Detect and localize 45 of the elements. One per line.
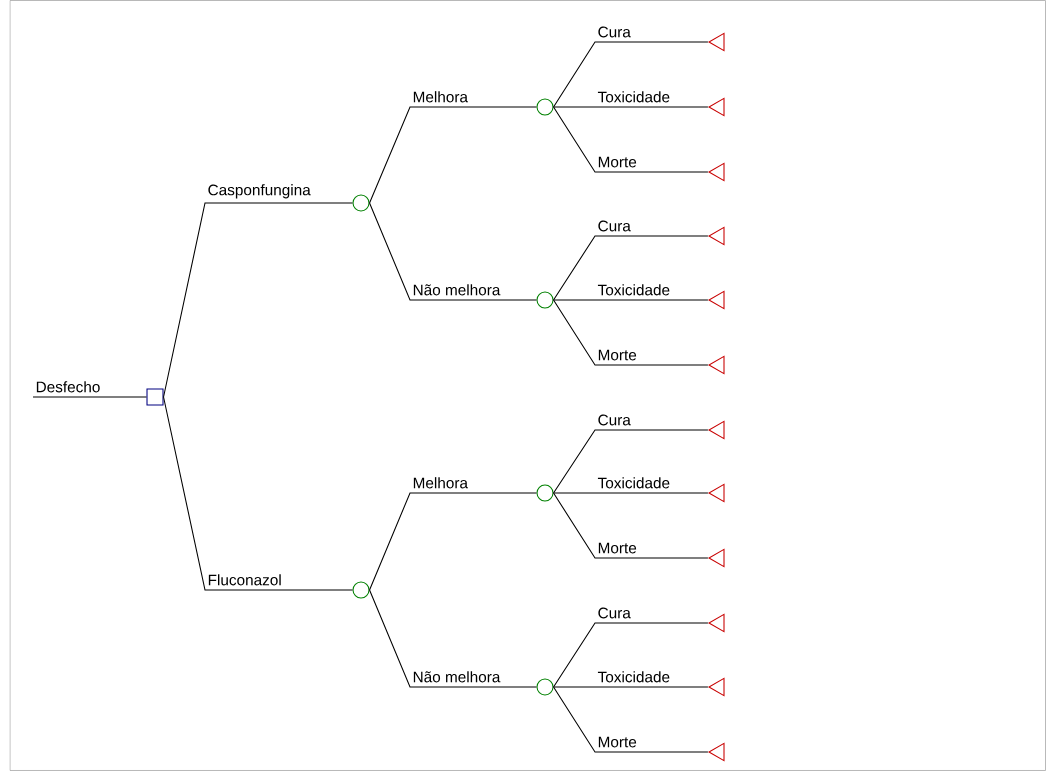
branch-label: Morte: [596, 541, 639, 555]
chance-circle: [352, 194, 370, 212]
branch-line: [553, 492, 709, 559]
branch-line: [369, 589, 537, 688]
branch-line: [369, 106, 537, 204]
branch-label: Melhora: [411, 89, 470, 104]
branch-label: Casponfungina: [206, 182, 313, 200]
branch-line: [553, 299, 709, 301]
branch-label: Não melhora: [411, 282, 502, 297]
branch-label: Toxicidade: [596, 475, 672, 490]
branch-line: [553, 429, 709, 494]
chance-circle: [536, 291, 554, 309]
branch-label: Não melhora: [411, 669, 502, 684]
branch-line: [163, 202, 353, 398]
branch-label: Toxicidade: [596, 89, 672, 104]
branch-label: Toxicidade: [596, 282, 672, 297]
branch-label: Morte: [596, 155, 639, 169]
branch-label: Morte: [596, 348, 639, 362]
branch-line: [369, 492, 537, 591]
branch-line: [369, 202, 537, 301]
branch-label: Cura: [596, 25, 633, 39]
branch-label: Cura: [596, 606, 633, 620]
branch-label: Desfecho: [34, 379, 102, 394]
branch-label: Toxicidade: [596, 669, 672, 684]
branch-label: Cura: [596, 413, 633, 427]
branch-line: [553, 686, 709, 688]
branch-line: [163, 396, 353, 591]
branch-line: [553, 299, 709, 366]
branch-label: Fluconazol: [206, 572, 284, 587]
branch-line: [553, 106, 709, 108]
branch-label: Morte: [596, 735, 639, 749]
decision-square: [146, 388, 164, 406]
branch-line: [553, 106, 709, 173]
branch-line: [553, 622, 709, 688]
chance-circle: [536, 98, 554, 116]
branch-line: [553, 41, 709, 108]
branch-label: Melhora: [411, 475, 470, 490]
chance-circle: [536, 678, 554, 696]
chance-circle: [536, 484, 554, 502]
branch-label: Cura: [596, 219, 633, 233]
branch-line: [32, 396, 147, 398]
chance-circle: [352, 581, 370, 599]
branch-line: [553, 492, 709, 494]
branch-line: [553, 686, 709, 753]
branch-line: [553, 235, 709, 301]
